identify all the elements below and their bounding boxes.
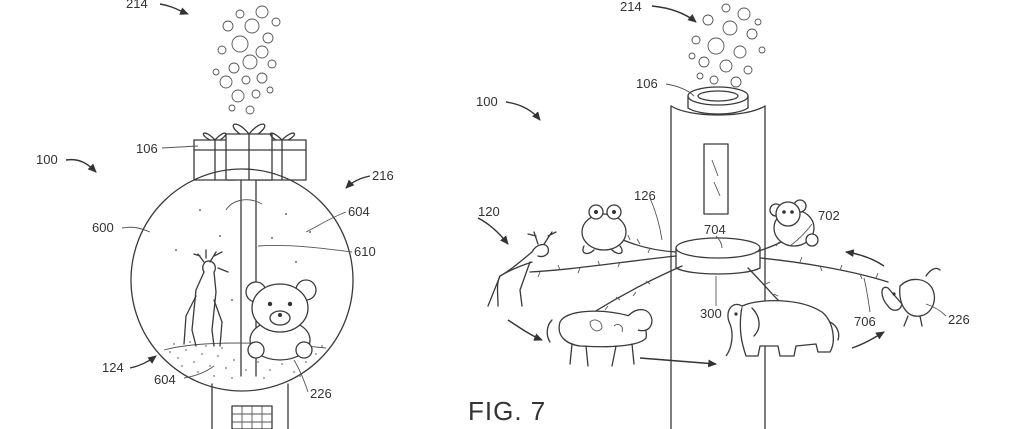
ref-100-right: 100: [476, 94, 498, 109]
bubbles-right: [688, 3, 766, 88]
right-figure-carousel: 214 106 100 126 120 704 702 300 706 226: [476, 0, 970, 429]
left-figure-snow-globe: 214 106 100 216 600 604 610 124 604 226: [36, 0, 394, 429]
ref-226-right: 226: [948, 312, 970, 327]
ref-126-right: 126: [634, 188, 656, 203]
ref-300-right: 300: [700, 306, 722, 321]
ref-124-left: 124: [102, 360, 124, 375]
ref-604-left-b: 604: [154, 372, 176, 387]
gift-box-cap: [193, 123, 307, 181]
ref-106-left: 106: [136, 141, 158, 156]
globe-base: [211, 383, 289, 429]
figure-label: FIG. 7: [468, 396, 546, 426]
snow-fill: [169, 341, 323, 379]
rotation-arrows: [507, 249, 885, 368]
ref-706-right: 706: [854, 314, 876, 329]
leader-lines-right: [477, 5, 947, 317]
deer-ride: [487, 231, 557, 307]
cow-ride: [546, 309, 653, 367]
elephant-ride: [725, 299, 840, 357]
ref-704-right: 704: [704, 222, 726, 237]
ref-702-right: 702: [818, 208, 840, 223]
teddy-bear-figure: [245, 279, 317, 361]
deer-figure: [183, 249, 229, 347]
ref-610-left: 610: [354, 244, 376, 259]
ref-106-right: 106: [636, 76, 658, 91]
ref-120-right: 120: [478, 204, 500, 219]
frog-ride: [581, 204, 627, 255]
globe-sphere: [130, 168, 354, 392]
leader-lines-left: [65, 3, 371, 393]
tinsel-ticks: [537, 230, 879, 311]
ref-214-right: 214: [620, 0, 642, 14]
ref-100-left: 100: [36, 152, 58, 167]
teddy-bear-ride: [769, 199, 819, 247]
tube-column: [670, 105, 766, 429]
ref-216-left: 216: [372, 168, 394, 183]
ref-226-left: 226: [310, 386, 332, 401]
bubbles-left: [212, 5, 281, 115]
ref-600-left: 600: [92, 220, 114, 235]
tube-cap: [687, 86, 749, 115]
dog-ride: [881, 267, 941, 327]
ref-214-left: 214: [126, 0, 148, 11]
rotating-hub: [675, 237, 761, 275]
ref-604-left-a: 604: [348, 204, 370, 219]
